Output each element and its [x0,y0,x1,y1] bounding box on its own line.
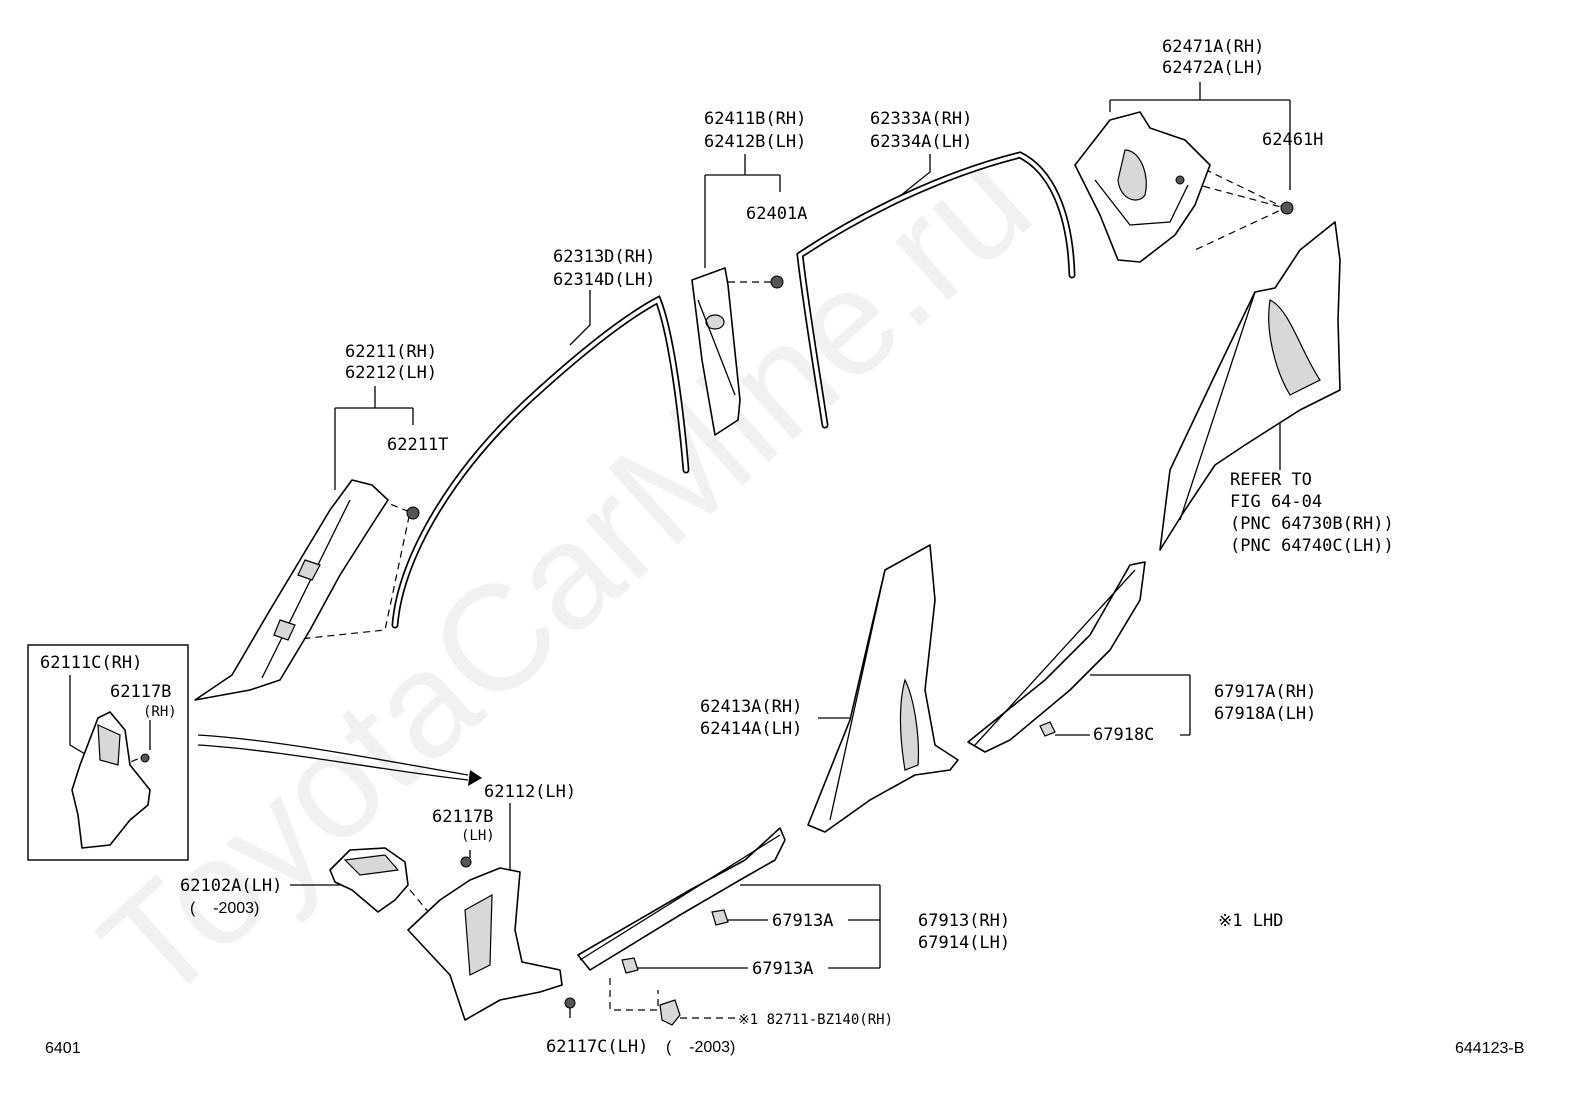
clip-82711 [659,999,681,1026]
label-refer-1: REFER TO [1230,470,1312,490]
screw-62117C [564,997,576,1018]
label-67914: 67914(LH) [918,933,1010,953]
label-range-b: ( -2003) [666,1039,735,1056]
clip-67918C [1039,721,1056,737]
label-range-a: ( -2003) [190,900,259,917]
a-pillar-garnish [194,479,389,701]
leader-lines [69,82,1291,969]
label-62401A: 62401A [746,204,807,224]
figure-number-left: 6401 [45,1040,81,1057]
rear-scuff-plate [967,561,1146,753]
label-67917A: 67917A(RH) [1214,682,1316,702]
label-refer-4: (PNC 64740C(LH)) [1230,536,1394,556]
label-62333A: 62333A(RH) [870,109,972,129]
label-62313D: 62313D(RH) [553,247,655,267]
label-82711: ※1 82711-BZ140(RH) [738,1012,893,1028]
label-67918C: 67918C [1093,725,1154,745]
label-62471A: 62471A(RH) [1162,37,1264,57]
label-67913A-1: 67913A [772,911,833,931]
label-62102A: 62102A(LH) [180,876,282,896]
center-pillar-lower-garnish [807,544,959,833]
label-62314D: 62314D(LH) [553,270,655,290]
label-62111C: 62111C(RH) [40,653,142,673]
label-62117B-lh: 62117B [432,807,493,827]
label-67918A: 67918A(LH) [1214,704,1316,724]
label-62112: 62112(LH) [484,782,576,802]
label-62117B-rh: 62117B [110,682,171,702]
label-62472A: 62472A(LH) [1162,58,1264,78]
figure-number-right: 644123-B [1455,1040,1524,1057]
label-62413A: 62413A(RH) [700,697,802,717]
label-62412B: 62412B(LH) [704,132,806,152]
hood-lock-control-cover [329,847,409,913]
clip-62211T [406,506,420,520]
label-note-lhd: ※1 LHD [1218,911,1283,931]
quarter-trim-panel [1159,221,1341,551]
part-labels: 62471A(RH) 62472A(LH) 62461H 62411B(RH) … [40,37,1524,1057]
label-lh-tag: (LH) [461,828,495,844]
inset-box-62111C [27,644,189,861]
clip-67913A-2 [621,957,639,974]
label-62334A: 62334A(LH) [870,132,972,152]
label-62117C: 62117C(LH) [546,1037,648,1057]
label-62211: 62211(RH) [345,342,437,362]
cowl-side-trim [407,867,563,1021]
b-pillar-upper-garnish [691,267,741,436]
clip-62401A [770,275,784,289]
label-62411B: 62411B(RH) [704,109,806,129]
label-refer-2: FIG 64-04 [1230,492,1322,512]
label-refer-3: (PNC 64730B(RH)) [1230,514,1394,534]
label-62461H: 62461H [1262,130,1323,150]
front-scuff-plate [577,827,786,971]
quarter-upper-panel [1074,111,1211,263]
label-rh-tag: (RH) [143,704,177,720]
label-62414A: 62414A(LH) [700,719,802,739]
label-67913A-2: 67913A [752,959,813,979]
clip-62117B-lh [460,856,472,868]
trim-strips [197,151,1076,786]
label-62211T: 62211T [387,435,448,455]
clip-62117B-rh [140,753,150,763]
clip-67913A-1 [711,909,729,926]
label-62212: 62212(LH) [345,363,437,383]
clip-62461H [1280,201,1294,215]
label-67913: 67913(RH) [918,911,1010,931]
